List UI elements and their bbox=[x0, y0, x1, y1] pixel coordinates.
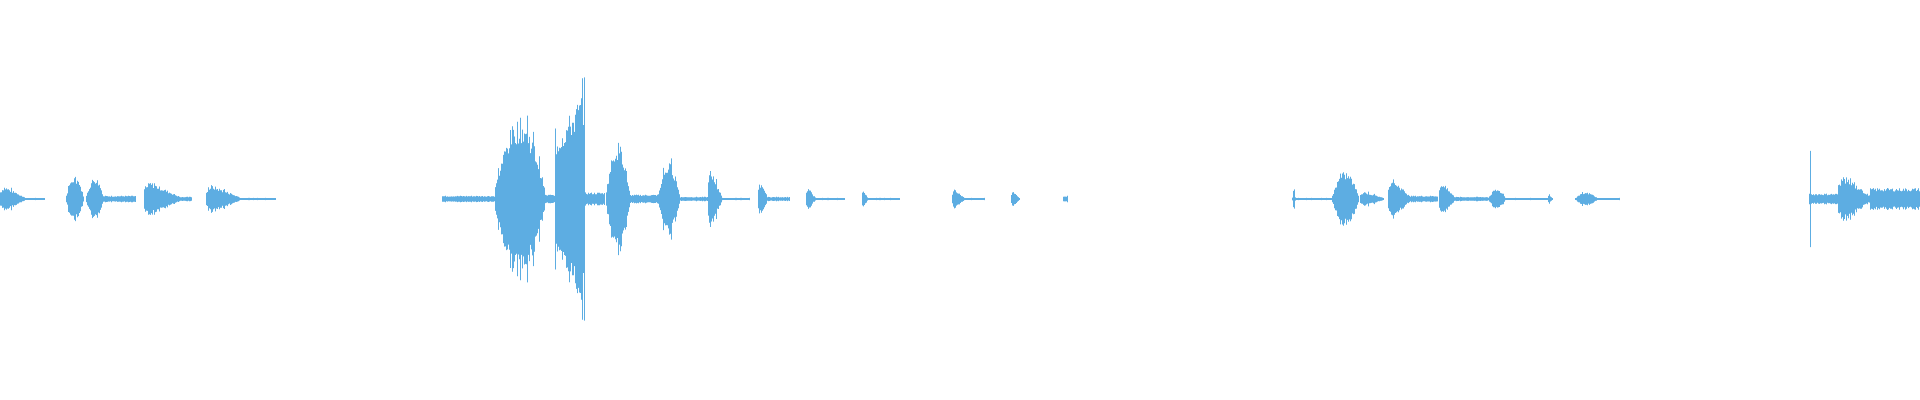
waveform-path bbox=[0, 77, 1920, 321]
